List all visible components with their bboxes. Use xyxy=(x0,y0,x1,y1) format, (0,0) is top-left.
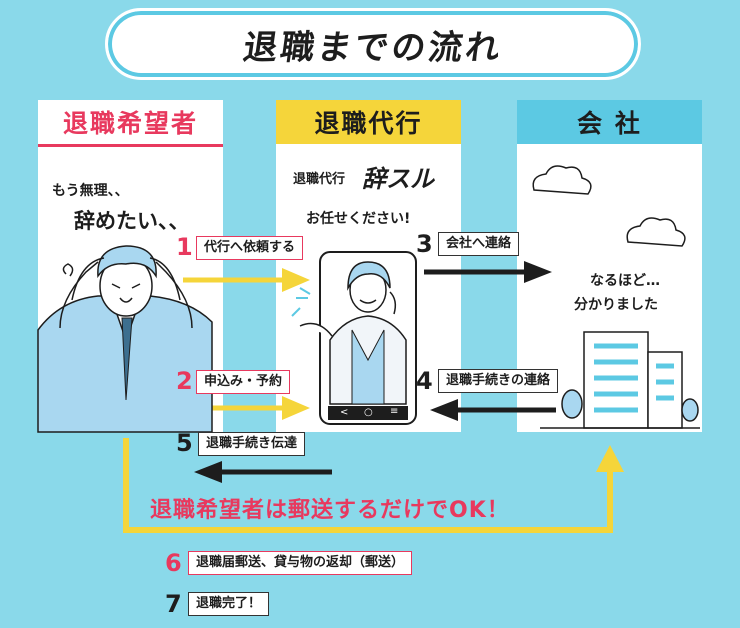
company-illustration xyxy=(532,165,700,429)
step-2-number: 2 xyxy=(176,367,193,395)
step-7-number: 7 xyxy=(165,590,182,618)
mail-only-note: 退職希望者は郵送するだけでOK！ xyxy=(150,498,510,523)
step-3-number: 3 xyxy=(416,230,433,258)
agency-speech: お任せください! xyxy=(306,211,411,227)
column-header-company: 会 社 xyxy=(517,100,702,144)
step-5-number: 5 xyxy=(176,429,193,457)
step-7-label: 退職完了！ xyxy=(188,592,270,616)
step-6-number: 6 xyxy=(165,549,182,577)
step-2-label: 申込み・予約 xyxy=(196,370,291,394)
column-header-applicant: 退職希望者 xyxy=(38,100,223,147)
applicant-illustration xyxy=(37,245,213,433)
step-4-number: 4 xyxy=(416,367,433,395)
phone-home-icon: ○ xyxy=(364,407,373,418)
mail-path-arrowhead xyxy=(596,445,624,472)
arrow-step2 xyxy=(282,396,310,420)
arrow-step3 xyxy=(524,261,552,283)
step-3-label: 会社へ連絡 xyxy=(438,232,520,256)
column-header-agency: 退職代行 xyxy=(276,100,461,144)
agency-phone-illustration xyxy=(291,251,417,425)
phone-menu-icon: ≡ xyxy=(390,406,399,417)
step-1-number: 1 xyxy=(176,233,193,261)
step-5-label: 退職手続き伝達 xyxy=(198,432,306,456)
agency-logo-brand: 辞スル xyxy=(362,165,434,193)
company-speech-line2: 分かりました xyxy=(574,297,658,313)
arrow-step5 xyxy=(194,461,222,483)
agency-logo-prefix: 退職代行 xyxy=(293,172,346,187)
mail-path xyxy=(123,438,613,533)
company-speech-line1: なるほど… xyxy=(590,273,660,289)
arrow-step4 xyxy=(430,399,458,421)
page-title: 退職までの流れ xyxy=(105,8,641,80)
applicant-speech-line1: もう無理、、 xyxy=(52,183,129,199)
phone-back-icon: < xyxy=(340,407,349,418)
step-1-label: 代行へ依頼する xyxy=(196,236,304,260)
step-6-label: 退職届郵送、貸与物の返却（郵送） xyxy=(188,551,413,575)
step-4-label: 退職手続きの連絡 xyxy=(438,369,559,393)
arrow-step1 xyxy=(282,268,310,292)
applicant-speech-line2: 辞めたい、、 xyxy=(74,209,190,233)
